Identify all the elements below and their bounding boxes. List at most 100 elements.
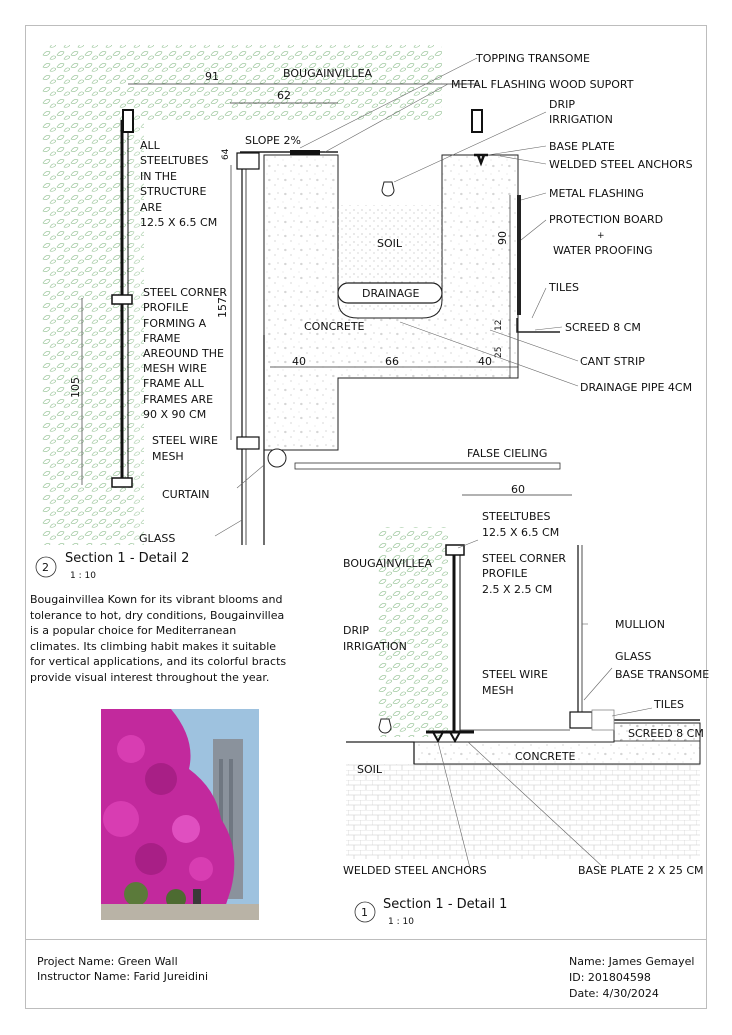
- svg-text:FRAME ALL: FRAME ALL: [143, 377, 205, 390]
- label-drip: DRIP: [343, 624, 369, 637]
- svg-text:MESH: MESH: [152, 450, 184, 463]
- soil-grid: [346, 764, 700, 859]
- svg-text:90 X 90 CM: 90 X 90 CM: [143, 408, 206, 421]
- label-welded-anchors: WELDED STEEL ANCHORS: [343, 864, 487, 877]
- svg-text:AREOUND THE: AREOUND THE: [143, 347, 224, 360]
- label-soil: SOIL: [377, 237, 403, 250]
- steel-tube: [122, 109, 134, 133]
- date: Date: 4/30/2024: [569, 987, 659, 1000]
- label-water-proofing: WATER PROOFING: [553, 244, 653, 257]
- bougainvillea-photo: [101, 709, 259, 920]
- svg-text:ARE: ARE: [140, 201, 162, 214]
- bougainvillea-hatch: [42, 120, 132, 545]
- label-irrigation: IRRIGATION: [343, 640, 407, 653]
- dim-62: 62: [277, 89, 291, 102]
- title-block: Project Name: Green Wall Instructor Name…: [25, 939, 707, 1010]
- dim-40-right: 40: [478, 355, 492, 368]
- label-mesh-2: MESH: [482, 684, 514, 697]
- svg-text:STEEL CORNER: STEEL CORNER: [143, 286, 227, 299]
- student-name: Name: James Gemayel: [569, 955, 695, 968]
- label-corner-profile: PROFILE: [482, 567, 528, 580]
- drip-emitter: [381, 181, 395, 197]
- label-steeltubes-size: 12.5 X 6.5 CM: [482, 526, 559, 539]
- dim-60: 60: [511, 483, 525, 496]
- label-irrigation: IRRIGATION: [549, 113, 613, 126]
- label-concrete: CONCRETE: [304, 320, 365, 333]
- label-metal-flashing: METAL FLASHING: [549, 187, 644, 200]
- dim-90: 90: [496, 231, 509, 245]
- bougainvillea-hatch: [132, 120, 144, 545]
- screed-layer: [613, 722, 701, 742]
- bougainvillea-hatch: [42, 45, 442, 120]
- label-tiles: TILES: [653, 698, 684, 711]
- drip-emitter: [378, 718, 392, 734]
- label-glass: GLASS: [139, 532, 175, 545]
- detail-1-number: 1: [361, 906, 368, 919]
- svg-text:ALL: ALL: [140, 139, 161, 152]
- leader-lines: [214, 57, 579, 537]
- dim-91: 91: [205, 70, 219, 83]
- label-plus: +: [597, 231, 605, 241]
- label-false-ceiling: FALSE CIELING: [467, 447, 547, 460]
- label-concrete: CONCRETE: [515, 750, 576, 763]
- bougainvillea-hatch: [378, 527, 448, 737]
- dim-66: 66: [385, 355, 399, 368]
- label-soil: SOIL: [357, 763, 383, 776]
- leader-lines: [437, 539, 653, 869]
- detail-2-title: Section 1 - Detail 2: [65, 551, 189, 566]
- label-screed: SCREED 8 CM: [628, 727, 704, 740]
- dim-105: 105: [69, 377, 82, 398]
- label-metal-flashing-wood: METAL FLASHING WOOD SUPORT: [451, 78, 634, 91]
- base-transom: [236, 436, 260, 450]
- svg-text:STEEL WIRE: STEEL WIRE: [152, 434, 218, 447]
- base-transom: [236, 152, 260, 170]
- steel-tube: [471, 109, 483, 133]
- detail-1-scale: 1 : 10: [388, 917, 414, 927]
- protection-board: [517, 195, 521, 315]
- svg-text:FRAME: FRAME: [143, 332, 181, 345]
- dim-25: 25: [494, 347, 504, 358]
- svg-text:PROFILE: PROFILE: [143, 301, 189, 314]
- bougainvillea-description: Bougainvillea Kown for its vibrant bloom…: [30, 593, 287, 684]
- label-corner-size: 2.5 X 2.5 CM: [482, 583, 552, 596]
- label-slope: SLOPE 2%: [245, 134, 301, 147]
- dim-40-left: 40: [292, 355, 306, 368]
- label-topping-transome: TOPPING TRANSOME: [475, 52, 590, 65]
- label-base-transome: BASE TRANSOME: [615, 668, 709, 681]
- label-protection-board: PROTECTION BOARD: [549, 213, 663, 226]
- dim-12: 12: [494, 320, 504, 331]
- dim-64: 64: [221, 148, 231, 160]
- svg-text:12.5 X 6.5 CM: 12.5 X 6.5 CM: [140, 216, 217, 229]
- ground-line: [346, 741, 415, 764]
- svg-text:STEELTUBES: STEELTUBES: [140, 154, 208, 167]
- false-ceiling: [294, 462, 561, 470]
- detail-2-number-circle: [35, 556, 57, 578]
- welded-anchors: [432, 731, 461, 744]
- label-base-plate: BASE PLATE 2 X 25 CM: [578, 864, 704, 877]
- detail-2-scale: 1 : 10: [70, 571, 96, 581]
- label-drip: DRIP: [549, 98, 575, 111]
- label-screed: SCREED 8 CM: [565, 321, 641, 334]
- label-welded-anchors: WELDED STEEL ANCHORS: [549, 158, 693, 171]
- label-bougainvillea: BOUGAINVILLEA: [283, 67, 373, 80]
- svg-text:FRAMES ARE: FRAMES ARE: [143, 393, 213, 406]
- label-base-plate: BASE PLATE: [549, 140, 615, 153]
- detail-1-number-circle: [354, 901, 376, 923]
- svg-text:STRUCTURE: STRUCTURE: [140, 185, 206, 198]
- concrete-slab: [263, 154, 519, 451]
- label-curtain: CURTAIN: [162, 488, 209, 501]
- label-tiles: TILES: [548, 281, 579, 294]
- label-bougainvillea: BOUGAINVILLEA: [343, 557, 433, 570]
- base-plate-anchor: [474, 153, 488, 167]
- base-transome: [569, 711, 593, 729]
- svg-text:FORMING A: FORMING A: [143, 317, 207, 330]
- mullion-block: [591, 709, 615, 731]
- label-drainage-pipe: DRAINAGE PIPE 4CM: [580, 381, 692, 394]
- label-mullion: MULLION: [615, 618, 665, 631]
- label-glass: GLASS: [615, 650, 651, 663]
- note-steel-wire-mesh: STEEL WIRE MESH: [152, 434, 218, 463]
- detail-2-number: 2: [42, 561, 49, 574]
- note-steeltubes: ALL STEELTUBES IN THE STRUCTURE ARE 12.5…: [140, 139, 217, 229]
